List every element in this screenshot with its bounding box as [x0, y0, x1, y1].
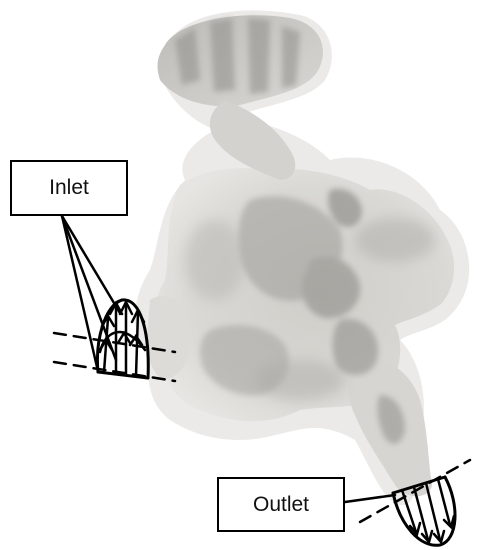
inlet-label: Inlet — [49, 176, 89, 200]
outlet-label: Outlet — [253, 493, 309, 517]
inlet-leader-line — [62, 216, 120, 313]
outlet-leader-line — [345, 495, 395, 502]
outlet-label-box: Outlet — [217, 477, 345, 532]
airway-geometry — [135, 10, 469, 505]
inlet-label-box: Inlet — [10, 160, 128, 216]
inlet-leader-line — [62, 216, 97, 367]
inlet-leader-line — [62, 216, 116, 360]
